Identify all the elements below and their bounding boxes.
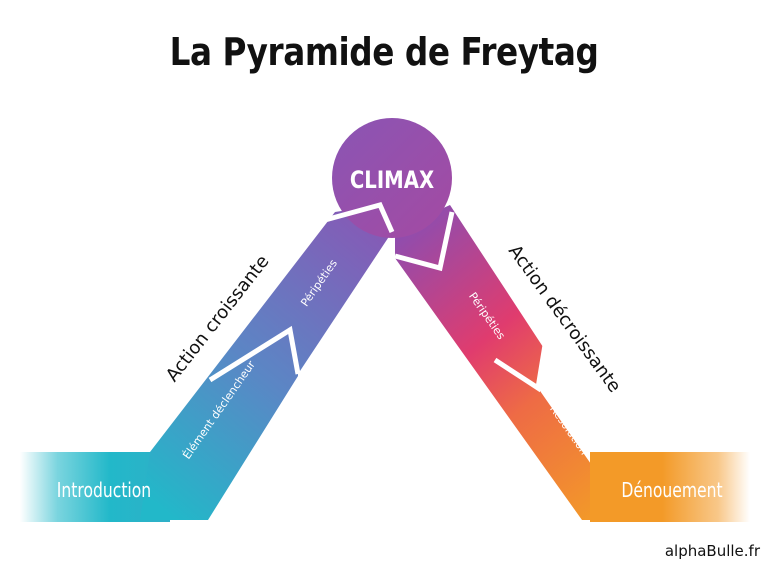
rising-action-arm xyxy=(140,205,392,520)
right-arm-divider xyxy=(493,344,548,393)
climax-right-divider xyxy=(394,211,455,272)
watermark: alphaBulle.fr xyxy=(664,542,760,560)
falling-action-arm xyxy=(395,205,630,520)
page-title: La Pyramide de Freytag xyxy=(169,30,599,74)
climax-label: CLIMAX xyxy=(350,167,434,194)
denouement-label: Dénouement xyxy=(621,479,722,502)
climax-left-divider xyxy=(324,202,395,234)
left-arm-divider xyxy=(208,325,301,383)
denouement-band xyxy=(590,452,750,522)
introduction-label: Introduction xyxy=(57,479,151,502)
